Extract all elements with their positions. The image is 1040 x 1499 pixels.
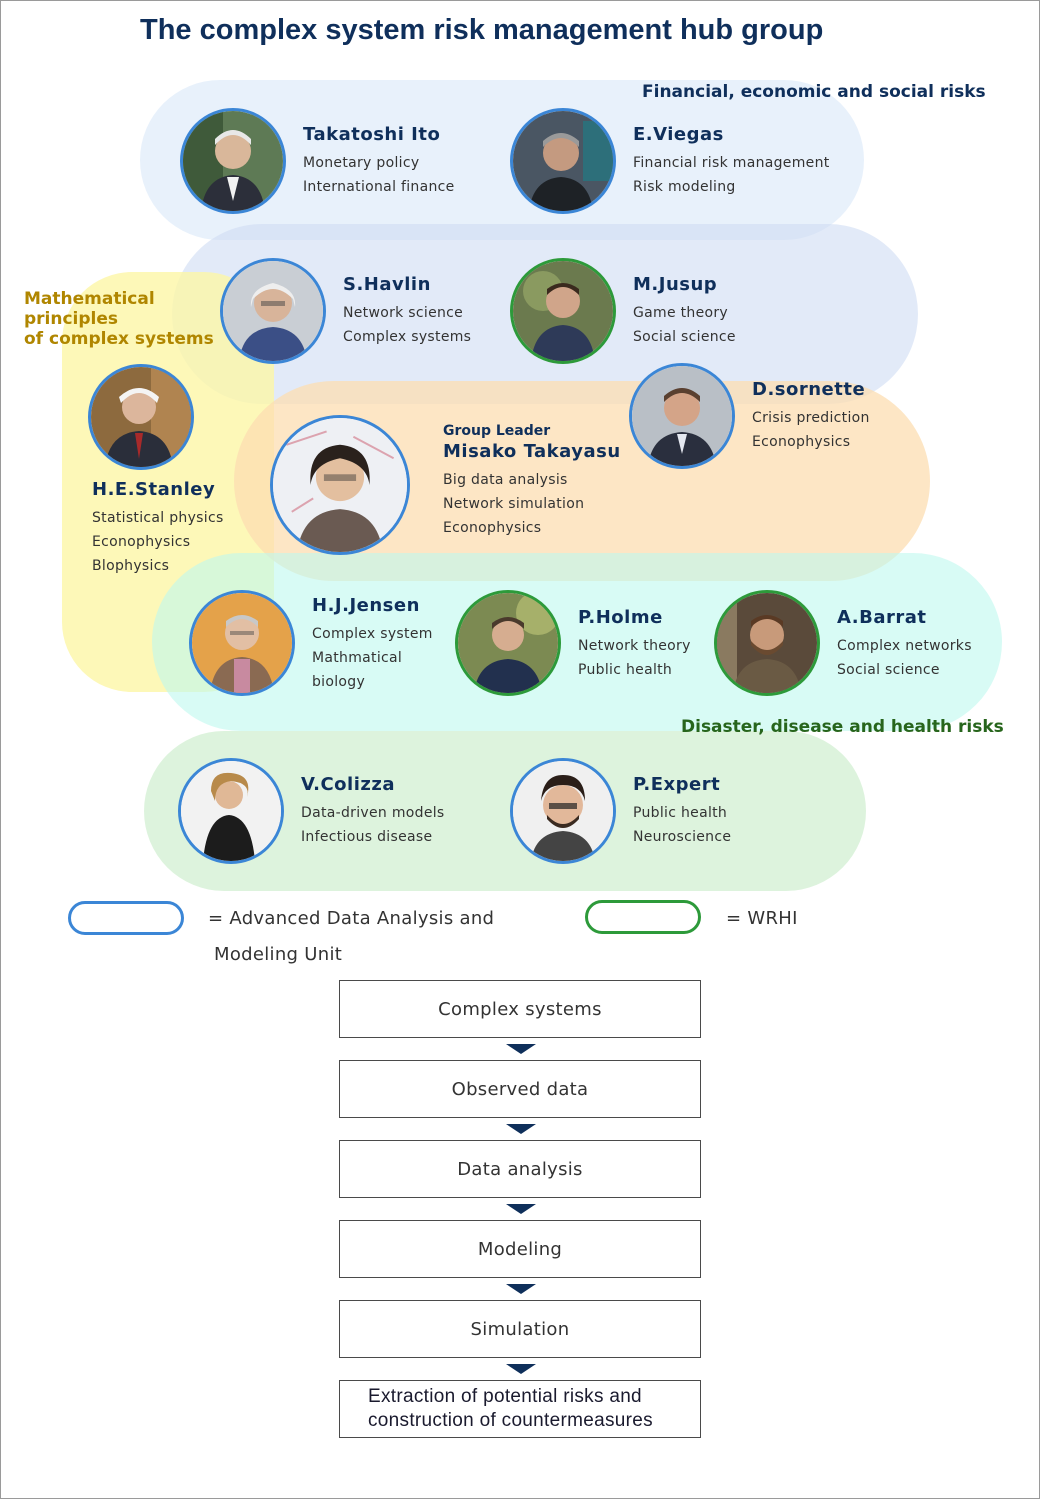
flow-arrow-icon	[506, 1204, 536, 1214]
person-a-barrat: A.Barrat Complex networks Social science	[837, 607, 972, 682]
person-field: Public health	[578, 662, 673, 678]
flow-arrow-icon	[506, 1284, 536, 1294]
person-field: Big data analysis	[443, 472, 568, 488]
person-field: biology	[312, 674, 366, 690]
avatar-e-viegas	[510, 108, 616, 214]
person-field: Social science	[837, 662, 940, 678]
avatar-m-jusup	[510, 258, 616, 364]
avatar-misako-takayasu	[270, 415, 410, 555]
flow-step-simulation: Simulation	[339, 1300, 701, 1358]
person-field: Public health	[633, 805, 728, 821]
person-field: Risk modeling	[633, 179, 736, 195]
person-field: Social science	[633, 329, 736, 345]
flow-arrow-icon	[506, 1044, 536, 1054]
avatar-s-havlin	[220, 258, 326, 364]
portrait-icon	[183, 111, 283, 211]
person-v-colizza: V.Colizza Data-driven models Infectious …	[301, 774, 445, 849]
person-m-jusup: M.Jusup Game theory Social science	[633, 274, 736, 349]
person-field: International finance	[303, 179, 455, 195]
flow-step-extraction: Extraction of potential risks and constr…	[339, 1380, 701, 1438]
person-field: Econophysics	[752, 434, 851, 450]
avatar-p-holme	[455, 590, 561, 696]
person-takatoshi-ito: Takatoshi Ito Monetary policy Internatio…	[303, 124, 455, 199]
person-field: Financial risk management	[633, 155, 830, 171]
flow-step-complex-systems: Complex systems	[339, 980, 701, 1038]
portrait-icon	[192, 593, 292, 693]
person-name: Takatoshi Ito	[303, 124, 441, 145]
person-field: Monetary policy	[303, 155, 420, 171]
legend-blue-label: = Advanced Data Analysis and	[208, 908, 495, 929]
person-name: A.Barrat	[837, 607, 927, 628]
person-field: Complex systems	[343, 329, 472, 345]
portrait-icon	[632, 366, 732, 466]
person-name: E.Viegas	[633, 124, 724, 145]
category-label-math: Mathematical principles of complex syste…	[24, 289, 214, 349]
person-name: H.J.Jensen	[312, 595, 420, 616]
page-title: The complex system risk management hub g…	[140, 14, 824, 46]
person-name: M.Jusup	[633, 274, 718, 295]
person-p-expert: P.Expert Public health Neuroscience	[633, 774, 731, 849]
avatar-h-e-stanley	[88, 364, 194, 470]
person-field: Network theory	[578, 638, 691, 654]
person-name: Misako Takayasu	[443, 441, 621, 462]
person-name: P.Holme	[578, 607, 663, 628]
portrait-icon	[717, 593, 817, 693]
category-label-disaster: Disaster, disease and health risks	[681, 717, 1004, 737]
portrait-icon	[458, 593, 558, 693]
legend-blue-label-2: Modeling Unit	[214, 944, 343, 965]
person-field: Network science	[343, 305, 464, 321]
portrait-icon	[91, 367, 191, 467]
avatar-h-j-jensen	[189, 590, 295, 696]
person-field: Complex networks	[837, 638, 972, 654]
person-field: Crisis prediction	[752, 410, 870, 426]
person-field: Network simulation	[443, 496, 585, 512]
avatar-p-expert	[510, 758, 616, 864]
legend-blue-ring	[68, 901, 184, 935]
legend-green-ring	[585, 900, 701, 934]
portrait-icon	[273, 418, 407, 552]
avatar-d-sornette	[629, 363, 735, 469]
person-h-e-stanley: H.E.Stanley Statistical physics Econophy…	[92, 479, 224, 578]
flow-step-data-analysis: Data analysis	[339, 1140, 701, 1198]
person-field: Game theory	[633, 305, 729, 321]
person-e-viegas: E.Viegas Financial risk management Risk …	[633, 124, 830, 199]
person-misako-takayasu: Group Leader Misako Takayasu Big data an…	[443, 423, 621, 540]
person-field: Econophysics	[443, 520, 542, 536]
person-field: Infectious disease	[301, 829, 433, 845]
person-name: P.Expert	[633, 774, 721, 795]
portrait-icon	[513, 261, 613, 361]
portrait-icon	[181, 761, 281, 861]
person-name: D.sornette	[752, 379, 866, 400]
person-d-sornette: D.sornette Crisis prediction Econophysic…	[752, 379, 870, 454]
avatar-a-barrat	[714, 590, 820, 696]
person-name: H.E.Stanley	[92, 479, 216, 500]
person-field: Data-driven models	[301, 805, 445, 821]
person-h-j-jensen: H.J.Jensen Complex system Mathmatical bi…	[312, 595, 433, 694]
portrait-icon	[513, 761, 613, 861]
group-leader-label: Group Leader	[443, 423, 551, 439]
legend-green-label: = WRHI	[726, 908, 798, 929]
person-name: S.Havlin	[343, 274, 431, 295]
portrait-icon	[513, 111, 613, 211]
person-field: Mathmatical	[312, 650, 403, 666]
person-field: Blophysics	[92, 558, 170, 574]
avatar-takatoshi-ito	[180, 108, 286, 214]
portrait-icon	[223, 261, 323, 361]
person-name: V.Colizza	[301, 774, 395, 795]
person-field: Econophysics	[92, 534, 191, 550]
flow-arrow-icon	[506, 1364, 536, 1374]
person-field: Complex system	[312, 626, 433, 642]
flow-arrow-icon	[506, 1124, 536, 1134]
category-label-financial: Financial, economic and social risks	[642, 82, 986, 102]
flow-step-modeling: Modeling	[339, 1220, 701, 1278]
person-field: Statistical physics	[92, 510, 224, 526]
avatar-v-colizza	[178, 758, 284, 864]
person-p-holme: P.Holme Network theory Public health	[578, 607, 691, 682]
person-field: Neuroscience	[633, 829, 732, 845]
person-s-havlin: S.Havlin Network science Complex systems	[343, 274, 471, 349]
flow-step-observed-data: Observed data	[339, 1060, 701, 1118]
